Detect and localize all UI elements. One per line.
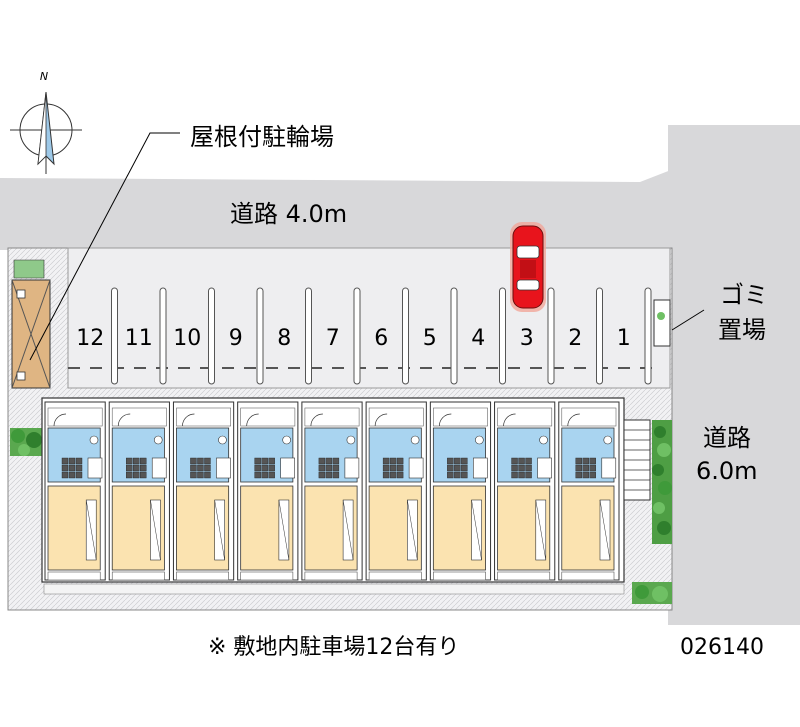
parking-slot-number: 6 <box>374 326 388 351</box>
apartment-unit <box>558 401 620 581</box>
parking-slot-number: 3 <box>520 326 534 351</box>
apartment-unit <box>301 401 363 581</box>
apartment-unit <box>237 401 299 581</box>
parking-slot-number: 1 <box>617 326 631 351</box>
parking-lot <box>67 247 671 389</box>
car-icon <box>510 222 546 312</box>
road-right-label-line2: 6.0m <box>696 457 758 485</box>
slot-divider <box>402 287 409 385</box>
parking-slot-number: 5 <box>423 326 437 351</box>
apartment-unit <box>365 401 427 581</box>
slot-divider <box>256 287 264 385</box>
parking-slots: 12 11 10 9 8 7 6 5 4 3 2 1 <box>76 287 652 385</box>
slot-divider <box>644 287 652 385</box>
apartment-unit <box>494 401 556 581</box>
parking-slot-number: 2 <box>568 326 582 351</box>
slot-divider <box>111 287 118 385</box>
parking-slot-number: 9 <box>229 326 243 351</box>
slot-divider <box>208 287 215 385</box>
apartment-unit <box>44 401 106 581</box>
footer-note: ※ 敷地内駐車場12台有り <box>208 635 459 660</box>
slot-divider <box>596 287 603 385</box>
slot-divider <box>353 287 361 385</box>
road-right-label-line1: 道路 <box>703 424 751 452</box>
property-code: 026140 <box>680 635 764 660</box>
garbage-area <box>653 299 671 347</box>
apartment-unit <box>429 401 492 581</box>
parking-slot-number: 11 <box>125 326 153 351</box>
parking-slot-number: 8 <box>277 326 291 351</box>
road-top-label: 道路 4.0m <box>230 200 347 228</box>
road-top <box>0 168 676 250</box>
parking-slot-number: 10 <box>173 326 201 351</box>
slot-divider <box>547 287 555 385</box>
parking-slot-number: 7 <box>326 326 340 351</box>
bike-parking-label: 屋根付駐輪場 <box>190 123 334 151</box>
apartment-unit <box>172 401 235 581</box>
garbage-label-line1: ゴミ <box>720 281 768 309</box>
apartment-units <box>44 401 620 581</box>
slot-divider <box>159 287 167 385</box>
greenery-right <box>632 420 672 604</box>
compass-north-label: N <box>40 70 48 83</box>
apartment-unit <box>108 401 170 581</box>
parking-slot-number: 4 <box>471 326 485 351</box>
slot-divider <box>499 287 506 385</box>
stairs <box>623 419 651 501</box>
slot-divider <box>305 287 312 385</box>
slot-divider <box>450 287 458 385</box>
road-right <box>668 125 800 625</box>
bike-shed-leader-line <box>29 132 180 361</box>
greenery-left <box>10 428 44 456</box>
garbage-label-line2: 置場 <box>718 316 766 344</box>
parking-slot-number: 12 <box>76 326 104 351</box>
compass: N <box>10 70 82 174</box>
